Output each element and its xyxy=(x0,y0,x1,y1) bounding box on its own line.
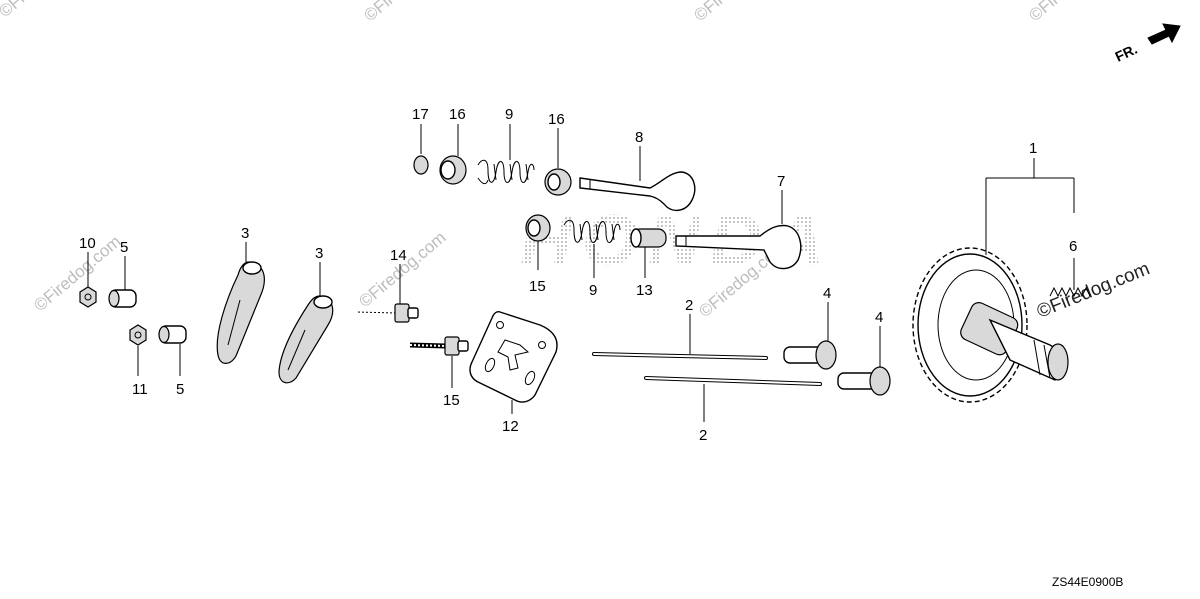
callout-15: 14 xyxy=(390,247,407,264)
callout-11: 16 xyxy=(449,106,466,123)
callout-13: 17 xyxy=(412,106,429,123)
valve-lifter-part xyxy=(837,366,891,396)
stem-seal-part xyxy=(630,228,667,248)
callout-12: 16 xyxy=(548,111,565,128)
valve-part xyxy=(579,171,696,211)
callout-1: 1 xyxy=(1029,140,1037,157)
callout-17: 13 xyxy=(636,282,653,299)
nut-part xyxy=(79,286,97,308)
callout-15: 15 xyxy=(443,392,460,409)
push-rod-part xyxy=(644,376,822,386)
push-rod-part xyxy=(592,352,768,360)
callout-8: 8 xyxy=(635,129,643,146)
callout-3: 3 xyxy=(315,245,323,262)
arrow-icon xyxy=(1147,23,1181,45)
valve-spring-part xyxy=(477,159,535,185)
watermark-text: ©Firedog.com xyxy=(690,0,784,25)
pivot-adjuster-part xyxy=(108,289,137,308)
valve-cotter-part xyxy=(413,155,429,175)
watermark-text: ©Firedog.com xyxy=(0,0,90,21)
watermark-text: ©Firedog.com xyxy=(1025,0,1119,25)
watermark-text-dark: ©Firedog.com xyxy=(1034,258,1153,322)
decompressor-spring-part xyxy=(1049,286,1091,298)
watermark-text: ©Firedog.com xyxy=(360,0,454,25)
valve-retainer-part xyxy=(439,155,467,185)
leader-lines xyxy=(87,124,1075,422)
callout-6: 6 xyxy=(1069,238,1077,255)
rocker-arm-part xyxy=(216,261,265,364)
valve-retainer-part xyxy=(525,214,551,242)
watermark-text: ©Firedog.com xyxy=(355,228,449,311)
valve-part xyxy=(675,224,802,270)
callout-3: 3 xyxy=(241,225,249,242)
callout-4: 4 xyxy=(823,285,831,302)
callout-2: 2 xyxy=(699,427,707,444)
nut-part xyxy=(129,324,147,346)
callout-4: 4 xyxy=(875,309,883,326)
callout-10: 15 xyxy=(529,278,546,295)
front-arrow: FR. xyxy=(1113,23,1181,65)
callout-14: 12 xyxy=(502,418,519,435)
callout-7: 7 xyxy=(777,173,785,190)
camshaft-part xyxy=(912,247,1069,403)
callout-2: 2 xyxy=(685,297,693,314)
callout-9: 9 xyxy=(589,282,597,299)
guide-plate-part xyxy=(469,311,558,403)
rocker-arm-part xyxy=(278,295,334,384)
callout-5: 5 xyxy=(176,381,184,398)
stud-bolt-part xyxy=(409,336,469,356)
valve-spring-part xyxy=(563,219,621,243)
diagram-code: ZS44E0900B xyxy=(1052,575,1123,589)
valve-lifter-part xyxy=(783,340,837,370)
pivot-adjuster-part xyxy=(158,325,187,344)
callout-5: 5 xyxy=(120,239,128,256)
callout-16: 11 xyxy=(132,381,148,398)
front-label: FR. xyxy=(1113,41,1140,65)
callout-16: 10 xyxy=(79,235,96,252)
callouts: 17 16 9 16 8 7 15 9 13 1 6 10 5 11 5 3 3… xyxy=(79,106,1077,444)
spring-seat-part xyxy=(544,168,572,196)
stud-bolt-part xyxy=(355,303,419,323)
callout-9: 9 xyxy=(505,106,513,123)
